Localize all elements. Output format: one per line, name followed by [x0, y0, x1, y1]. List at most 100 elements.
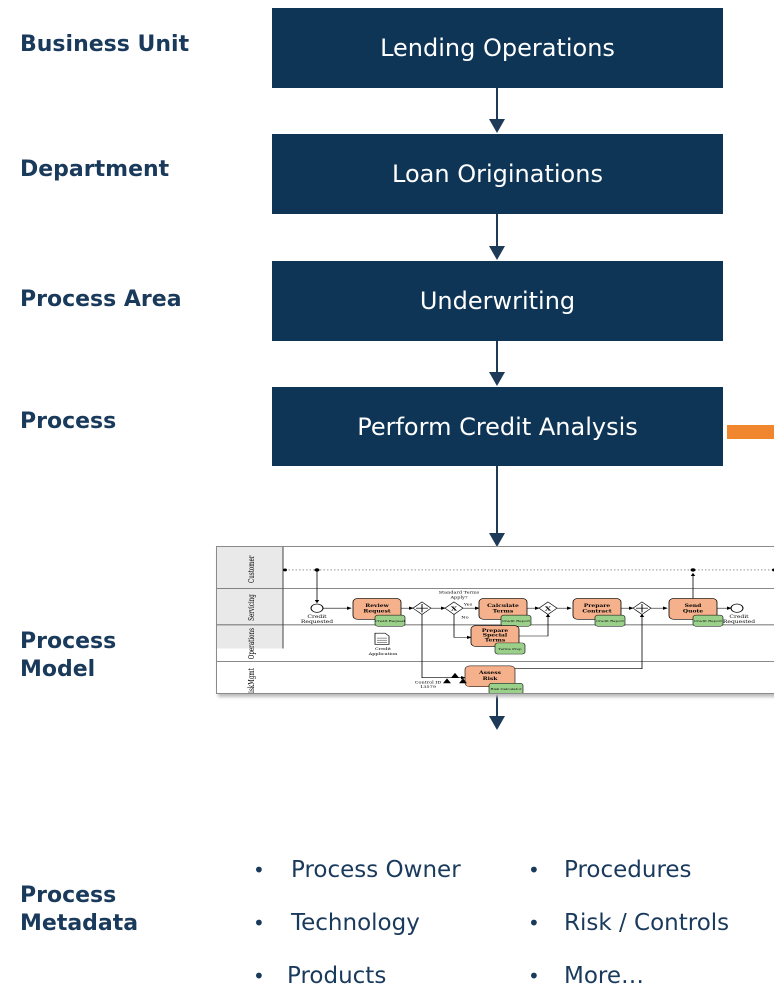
- connector-line-1: [496, 88, 498, 120]
- arrow-down-icon: [489, 716, 505, 730]
- svg-text:X: X: [451, 605, 458, 611]
- control-label-1: Control ID: [415, 681, 442, 685]
- connector-line-5: [496, 693, 498, 717]
- radiation-icon: [443, 672, 467, 684]
- document-label-1: Credit: [375, 647, 391, 651]
- meta-item-risk-controls: • Risk / Controls: [528, 908, 729, 938]
- document-label-2: Application: [367, 652, 397, 656]
- task-prepare-special-terms[interactable]: Prepare Special Terms: [470, 625, 520, 647]
- connector-line-4: [496, 466, 498, 534]
- task-prepare-contract[interactable]: Prepare Contract Credit Report: [572, 598, 626, 627]
- bullet: •: [253, 858, 265, 882]
- task-quote-label-2: Quote: [683, 609, 704, 614]
- task-risk-label-1: Assess: [478, 671, 501, 676]
- task-calc-label-2: Terms: [493, 609, 514, 614]
- task-quote-label-1: Send: [685, 604, 702, 609]
- gateway-question-1: Standard Terms: [439, 591, 480, 595]
- start-event-label-2: Requested: [301, 620, 334, 625]
- meta-more-text: More…: [564, 963, 645, 989]
- task-special-label-3: Terms: [485, 638, 506, 643]
- gateway-no: No: [461, 616, 469, 620]
- exclusive-gateway-icon: X: [444, 601, 464, 615]
- start-event[interactable]: [310, 603, 324, 613]
- artifact-credit-request: Credit Request: [375, 620, 406, 623]
- bpmn-svg: Customer Servicing Operations RiskMgmt C…: [217, 547, 774, 693]
- arrow-down-icon: [489, 533, 505, 547]
- control-label-2: 13579: [420, 686, 436, 690]
- label-process-metadata-line2: Metadata: [20, 911, 139, 936]
- start-event-label: Credit: [307, 615, 327, 620]
- meta-item-products: • Products: [253, 961, 386, 991]
- label-business-unit: Business Unit: [20, 32, 190, 57]
- label-process-area: Process Area: [20, 287, 182, 312]
- connector-line-2: [496, 214, 498, 247]
- connector-line-3: [496, 341, 498, 373]
- box-process-area[interactable]: Underwriting: [272, 261, 723, 341]
- label-process-metadata: Process Metadata: [20, 882, 138, 938]
- artifact-risk-box: [488, 683, 524, 693]
- lane-servicing: Servicing: [247, 594, 256, 621]
- task-special-label-2: Special: [483, 633, 507, 638]
- meta-products-text: Products: [287, 963, 387, 989]
- gateway-yes: Yes: [463, 603, 473, 607]
- end-event-label-2: Requested: [723, 620, 756, 625]
- lane-operations: Operations: [247, 628, 256, 659]
- bullet: •: [253, 964, 265, 988]
- artifact-risk-calculator: Risk Calculator: [490, 688, 522, 691]
- label-process-model-line1: Process: [20, 629, 117, 654]
- task-review-label-1: Review: [365, 604, 389, 609]
- document-icon: [374, 632, 390, 645]
- task-review-request[interactable]: Review Request Credit Request: [352, 598, 406, 627]
- lane-header-column: [217, 547, 283, 649]
- task-risk-label-2: Risk: [483, 677, 498, 682]
- parallel-merge-gateway-icon: [632, 601, 652, 615]
- accent-bar: [727, 425, 774, 439]
- box-process-text: Perform Credit Analysis: [357, 412, 638, 441]
- gateway-question-2: Apply?: [449, 596, 468, 600]
- arrow-down-icon: [489, 119, 505, 133]
- meta-item-procedures: •Procedures: [528, 855, 692, 885]
- task-review-label-2: Request: [363, 609, 391, 614]
- label-department: Department: [20, 157, 170, 182]
- task-calc-label-1: Calculate: [487, 604, 519, 609]
- parallel-gateway-icon: [412, 601, 432, 615]
- lane-customer: Customer: [247, 555, 256, 583]
- meta-item-process-owner: •Process Owner: [253, 855, 461, 885]
- label-process-model: Process Model: [20, 628, 116, 684]
- task-special-label-1: Prepare: [482, 629, 509, 634]
- exclusive-merge-gateway-icon: X: [538, 601, 558, 615]
- artifact-calc: Credit Report: [502, 620, 531, 623]
- artifact-terms-prep-box: [494, 642, 526, 655]
- task-contract-label-1: Prepare: [584, 604, 611, 609]
- box-business-unit[interactable]: Lending Operations: [272, 8, 723, 88]
- bullet: •: [528, 964, 540, 988]
- label-process-metadata-line1: Process: [20, 883, 117, 908]
- meta-item-technology: • Technology: [253, 908, 420, 938]
- process-model-diagram[interactable]: Customer Servicing Operations RiskMgmt C…: [216, 546, 774, 694]
- arrow-down-icon: [489, 246, 505, 260]
- bullet: •: [528, 911, 540, 935]
- box-department[interactable]: Loan Originations: [272, 134, 723, 214]
- meta-risk-controls-text: Risk / Controls: [564, 910, 730, 936]
- artifact-contract: Credit Report: [596, 620, 625, 623]
- arrow-down-icon: [489, 372, 505, 386]
- label-process-model-line2: Model: [20, 657, 96, 682]
- label-process: Process: [20, 409, 117, 434]
- svg-text:X: X: [545, 605, 552, 611]
- artifact-terms-prep: Terms Prep: [498, 647, 522, 650]
- bullet: •: [528, 858, 540, 882]
- meta-technology-text: Technology: [291, 910, 420, 936]
- task-send-quote[interactable]: Send Quote Credit Report: [668, 598, 724, 627]
- task-contract-label-2: Contract: [582, 609, 612, 614]
- end-event-label: Credit: [729, 615, 749, 620]
- end-event[interactable]: [730, 603, 744, 613]
- box-process[interactable]: Perform Credit Analysis: [272, 387, 723, 466]
- meta-item-more: • More…: [528, 961, 644, 991]
- task-calculate-terms[interactable]: Calculate Terms Credit Report: [478, 598, 532, 627]
- lane-riskmgmt: RiskMgmt: [247, 668, 256, 693]
- box-business-unit-text: Lending Operations: [380, 34, 615, 62]
- box-process-area-text: Underwriting: [419, 287, 576, 315]
- bullet: •: [253, 911, 265, 935]
- box-department-text: Loan Originations: [392, 160, 603, 188]
- artifact-quote: Credit Report: [694, 620, 723, 623]
